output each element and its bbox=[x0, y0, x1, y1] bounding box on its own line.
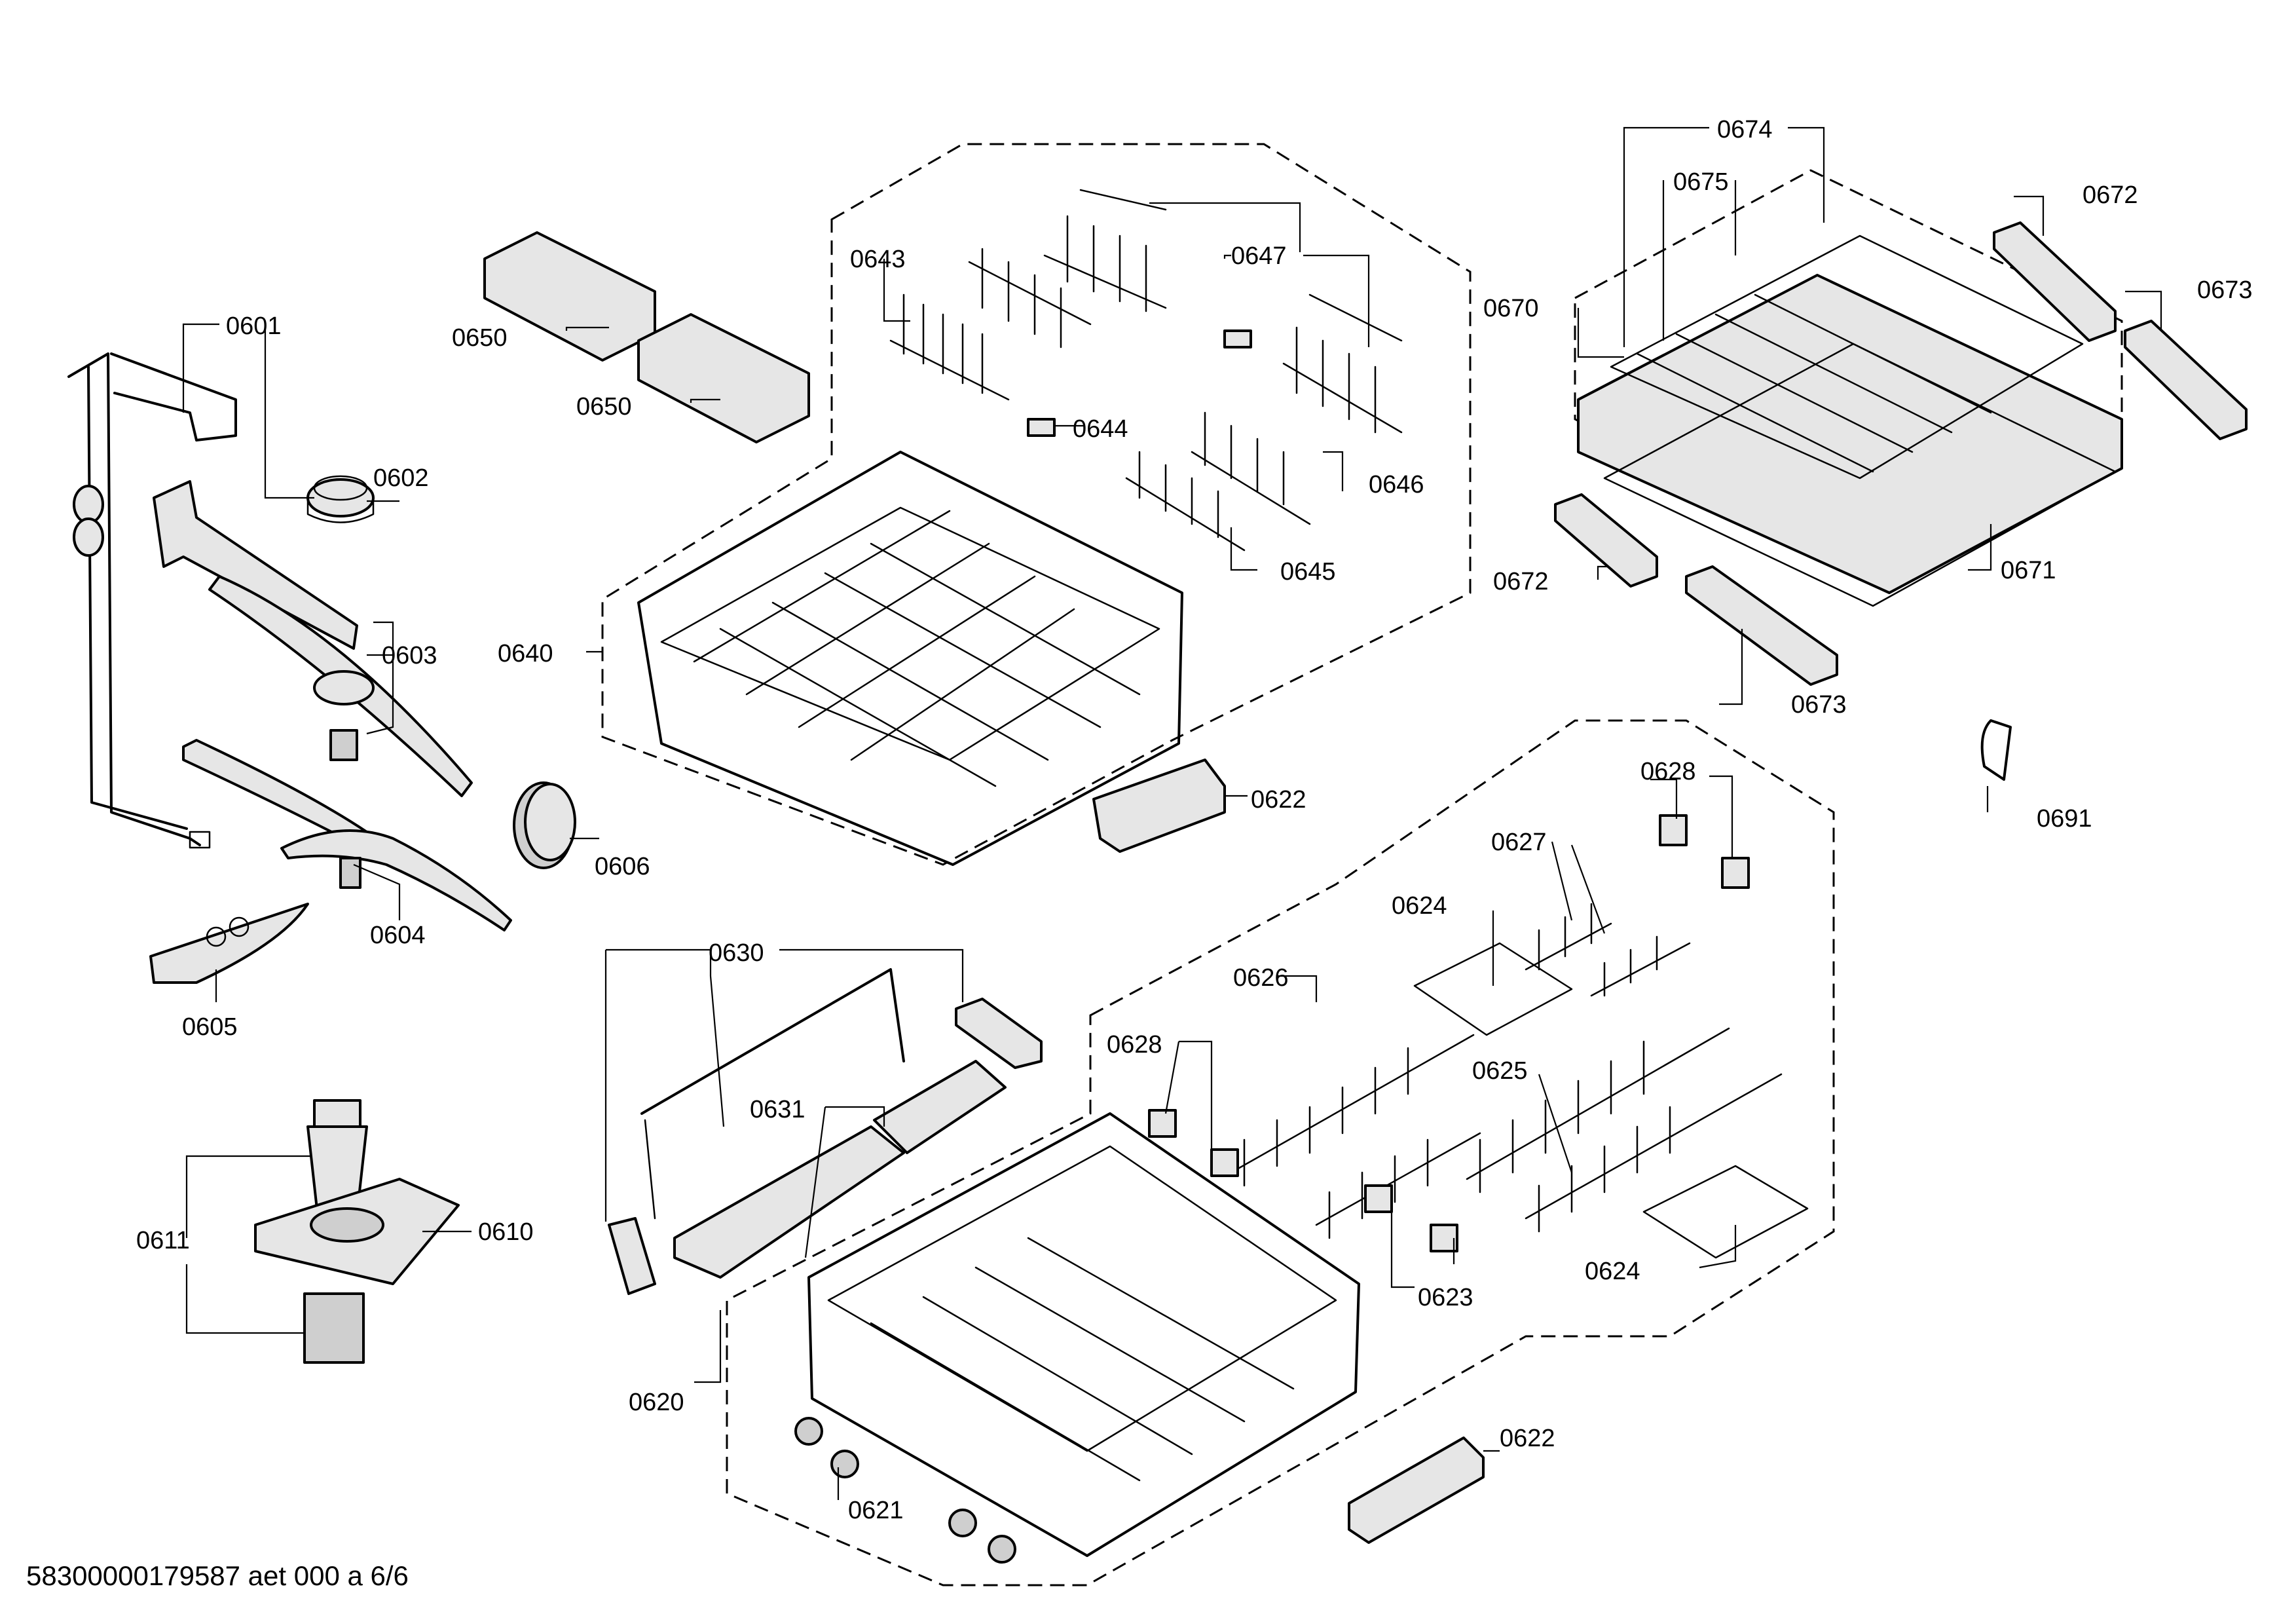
label-0622-lower: 0622 bbox=[1500, 1425, 1555, 1452]
label-0640: 0640 bbox=[498, 640, 553, 667]
part-cutlery-tray-drawing bbox=[483, 231, 810, 443]
label-0646: 0646 bbox=[1369, 471, 1424, 498]
label-0606: 0606 bbox=[595, 853, 650, 880]
label-0605: 0605 bbox=[182, 1013, 238, 1041]
label-0691: 0691 bbox=[2037, 805, 2092, 833]
label-0624-lower: 0624 bbox=[1585, 1258, 1640, 1285]
group-outline-lower-basket bbox=[726, 719, 1835, 1586]
label-0623: 0623 bbox=[1418, 1284, 1473, 1311]
part-number-labels: 0601 0602 0603 0604 0605 0606 0610 0611 … bbox=[136, 116, 2253, 1524]
label-0644: 0644 bbox=[1073, 415, 1128, 443]
part-rack-inserts-drawing bbox=[889, 189, 1403, 552]
part-cover-plate-drawing bbox=[149, 903, 309, 984]
label-0630: 0630 bbox=[709, 939, 764, 967]
part-side-rails-drawing bbox=[1554, 221, 2248, 686]
part-supply-pipe-drawing bbox=[67, 352, 237, 849]
label-0620: 0620 bbox=[629, 1389, 684, 1416]
label-0675: 0675 bbox=[1673, 168, 1729, 196]
part-upper-spray-arm-drawing bbox=[153, 480, 473, 797]
label-0672-upper: 0672 bbox=[2083, 181, 2138, 209]
label-0673-upper: 0673 bbox=[2197, 276, 2253, 304]
label-0601: 0601 bbox=[226, 312, 282, 340]
label-0626: 0626 bbox=[1233, 964, 1289, 992]
label-0624-upper: 0624 bbox=[1392, 892, 1447, 920]
label-0628-upper: 0628 bbox=[1640, 758, 1696, 785]
label-0627: 0627 bbox=[1491, 829, 1547, 856]
label-0650-upper: 0650 bbox=[452, 324, 508, 352]
part-lower-spray-arm-drawing bbox=[182, 739, 512, 931]
part-filter-system-drawing bbox=[254, 1099, 460, 1364]
part-nut-drawing bbox=[306, 475, 375, 523]
group-outline-upper-basket bbox=[601, 143, 1472, 866]
document-footer: 58300000179587 aet 000 a 6/6 bbox=[26, 1560, 409, 1591]
label-0603: 0603 bbox=[382, 642, 437, 669]
label-0611: 0611 bbox=[136, 1227, 190, 1254]
part-lower-accessories-drawing bbox=[1148, 814, 1809, 1259]
label-0625: 0625 bbox=[1472, 1057, 1528, 1085]
part-cutlery-drawer-drawing bbox=[1577, 235, 2123, 607]
label-0650-lower: 0650 bbox=[576, 393, 632, 421]
label-0645: 0645 bbox=[1280, 558, 1336, 586]
label-0671: 0671 bbox=[2001, 557, 2056, 584]
label-0628-lower: 0628 bbox=[1107, 1031, 1162, 1059]
label-0621: 0621 bbox=[848, 1497, 904, 1524]
label-0622-upper: 0622 bbox=[1251, 786, 1306, 814]
label-0631: 0631 bbox=[750, 1096, 805, 1123]
part-lower-basket-drawing bbox=[794, 1112, 1360, 1564]
label-0674: 0674 bbox=[1717, 116, 1773, 143]
label-0670: 0670 bbox=[1483, 295, 1539, 322]
label-0643: 0643 bbox=[850, 246, 906, 273]
part-upper-basket-drawing bbox=[637, 451, 1183, 866]
label-0647: 0647 bbox=[1231, 242, 1287, 270]
part-clip-drawing bbox=[1980, 719, 2012, 781]
label-0610: 0610 bbox=[478, 1218, 534, 1246]
part-filter-disc-drawing bbox=[513, 781, 576, 869]
label-0602: 0602 bbox=[373, 464, 429, 492]
leader-lines bbox=[182, 126, 2162, 1500]
group-outline-rack-rail bbox=[1574, 169, 2123, 581]
label-0672-lower: 0672 bbox=[1493, 568, 1549, 595]
label-0604: 0604 bbox=[370, 922, 426, 949]
part-lower-inserts-drawing bbox=[608, 968, 1043, 1295]
label-0673-lower: 0673 bbox=[1791, 691, 1847, 719]
part-handles-drawing bbox=[1092, 759, 1485, 1544]
